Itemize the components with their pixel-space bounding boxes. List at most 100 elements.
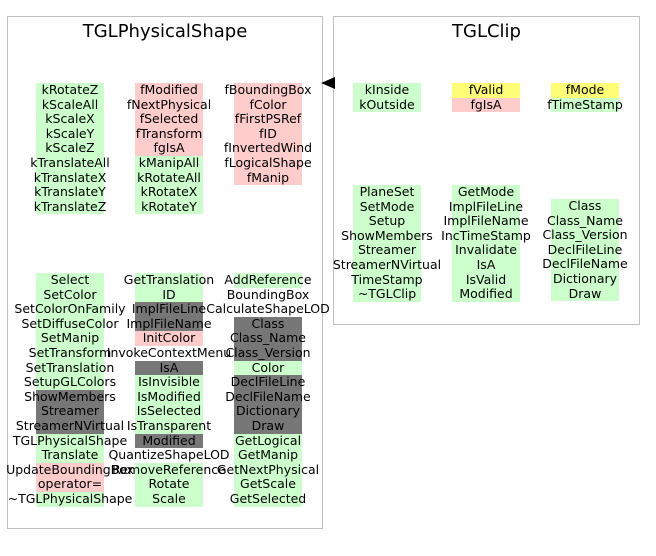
member-item[interactable]: operator= (37, 476, 103, 492)
member-item[interactable]: fManip (246, 169, 290, 185)
member-item[interactable]: kRotateY (141, 198, 197, 214)
member-item[interactable]: fNextPhysical (126, 96, 212, 112)
member-item[interactable]: fMode (565, 82, 605, 97)
member-item[interactable]: kRotateAll (137, 169, 201, 185)
member-item[interactable]: Streamer (40, 403, 100, 419)
member-item[interactable]: DeclFileName (225, 388, 311, 404)
member-item[interactable]: SetupGLColors (23, 374, 117, 390)
member-item[interactable]: CalculateShapeLOD (206, 301, 330, 317)
member-item[interactable]: Color (251, 359, 285, 375)
member-item[interactable]: SetDiffuseColor (21, 315, 119, 331)
member-item[interactable]: TGLPhysicalShape (12, 432, 128, 448)
member-item[interactable]: ShowMembers (24, 388, 116, 404)
member-item[interactable]: ID (162, 286, 176, 302)
member-item[interactable]: ~TGLClip (357, 286, 417, 302)
member-item[interactable]: SetColorOnFamily (14, 301, 126, 317)
member-item[interactable]: Class_Name (229, 330, 306, 346)
member-item[interactable]: SetTransform (28, 344, 112, 360)
member-item[interactable]: Class_Version (225, 344, 311, 360)
member-item[interactable]: QuantizeShapeLOD (108, 447, 230, 463)
member-item[interactable]: Translate (41, 447, 99, 463)
member-item[interactable]: ImplFileLine (448, 198, 524, 214)
member-item[interactable]: fLogicalShape (224, 154, 312, 170)
member-item[interactable]: ~TGLPhysicalShape (7, 490, 133, 506)
member-item[interactable]: DeclFileName (542, 256, 628, 272)
member-item[interactable]: Scale (152, 490, 186, 506)
member-item[interactable]: GetManip (237, 447, 299, 463)
member-item[interactable]: ImplFileLine (131, 301, 207, 317)
member-item[interactable]: fValid (468, 82, 504, 97)
member-item[interactable]: InvokeContextMenu (106, 344, 232, 360)
member-item[interactable]: StreamerNVirtual (15, 417, 125, 433)
member-item[interactable]: Draw (568, 285, 602, 301)
member-item[interactable]: BoundingBox (226, 286, 310, 302)
member-item[interactable]: GetTranslation (123, 272, 215, 287)
member-item[interactable]: GetMode (457, 184, 515, 199)
member-item[interactable]: UpdateBoundingBox (6, 461, 134, 477)
member-item[interactable]: fModified (140, 82, 198, 97)
member-item[interactable]: Class_Version (542, 227, 628, 243)
member-item[interactable]: kRotateX (140, 184, 198, 200)
member-item[interactable]: kOutside (359, 96, 415, 112)
member-item[interactable]: fSelected (139, 111, 199, 127)
member-item[interactable]: InitColor (142, 330, 196, 346)
member-item[interactable]: Modified (142, 432, 196, 448)
member-item[interactable]: fgIsA (470, 96, 502, 112)
member-item[interactable]: Dictionary (235, 403, 301, 419)
member-item[interactable]: IsModified (137, 388, 201, 404)
member-item[interactable]: GetLogical (234, 432, 302, 448)
member-item[interactable]: kTranslateY (34, 184, 106, 200)
member-item[interactable]: StreamerNVirtual (332, 256, 442, 272)
member-item[interactable]: fBoundingBox (224, 82, 312, 97)
member-item[interactable]: SetColor (43, 286, 97, 302)
member-item[interactable]: kTranslateX (33, 169, 107, 185)
member-item[interactable]: ImplFileName (126, 315, 212, 331)
member-item[interactable]: fFirstPSRef (234, 111, 302, 127)
member-item[interactable]: Setup (368, 213, 406, 229)
member-item[interactable]: TimeStamp (351, 271, 423, 287)
member-item[interactable]: AddReference (224, 272, 312, 287)
member-item[interactable]: fTransform (135, 125, 203, 141)
member-item[interactable]: DeclFileLine (547, 241, 623, 257)
member-item[interactable]: ShowMembers (341, 227, 433, 243)
member-item[interactable]: fInvertedWind (223, 140, 313, 156)
member-item[interactable]: IsA (159, 359, 179, 375)
member-item[interactable]: kManipAll (138, 154, 200, 170)
member-item[interactable]: IsA (476, 256, 496, 272)
member-item[interactable]: IncTimeStamp (441, 227, 531, 243)
member-item[interactable]: PlaneSet (359, 184, 415, 199)
member-item[interactable]: kScaleZ (45, 140, 95, 156)
member-item[interactable]: fColor (249, 96, 287, 112)
member-item[interactable]: SetTranslation (25, 359, 115, 375)
member-item[interactable]: Class (568, 198, 602, 213)
member-item[interactable]: Modified (459, 286, 513, 302)
member-item[interactable]: ImplFileName (443, 213, 529, 229)
member-item[interactable]: Dictionary (552, 270, 618, 286)
member-item[interactable]: kScaleAll (41, 96, 99, 112)
member-item[interactable]: IsValid (465, 271, 507, 287)
member-item[interactable]: SetMode (359, 198, 415, 214)
member-item[interactable]: Class_Name (546, 212, 623, 228)
member-item[interactable]: fTimeStamp (547, 96, 623, 112)
member-item[interactable]: kTranslateAll (30, 154, 110, 170)
member-item[interactable]: IsSelected (136, 403, 202, 419)
member-item[interactable]: Rotate (148, 476, 190, 492)
member-item[interactable]: Streamer (357, 242, 417, 258)
member-item[interactable]: kTranslateZ (33, 198, 107, 214)
member-item[interactable]: GetScale (240, 476, 296, 492)
member-item[interactable]: kScaleX (45, 111, 95, 127)
member-item[interactable]: GetNextPhysical (216, 461, 320, 477)
member-item[interactable]: Class (251, 315, 285, 331)
member-item[interactable]: Invalidate (455, 242, 517, 258)
member-item[interactable]: kScaleY (45, 125, 95, 141)
member-item[interactable]: fID (259, 125, 277, 141)
member-item[interactable]: IsTransparent (126, 417, 212, 433)
member-item[interactable]: SetManip (40, 330, 100, 346)
member-item[interactable]: RemoveReference (112, 461, 226, 477)
member-item[interactable]: Select (50, 272, 90, 287)
member-item[interactable]: DeclFileLine (230, 374, 306, 390)
member-item[interactable]: fgIsA (153, 140, 185, 156)
member-item[interactable]: kInside (364, 82, 410, 97)
member-item[interactable]: GetSelected (229, 490, 307, 506)
member-item[interactable]: kRotateZ (41, 82, 99, 97)
